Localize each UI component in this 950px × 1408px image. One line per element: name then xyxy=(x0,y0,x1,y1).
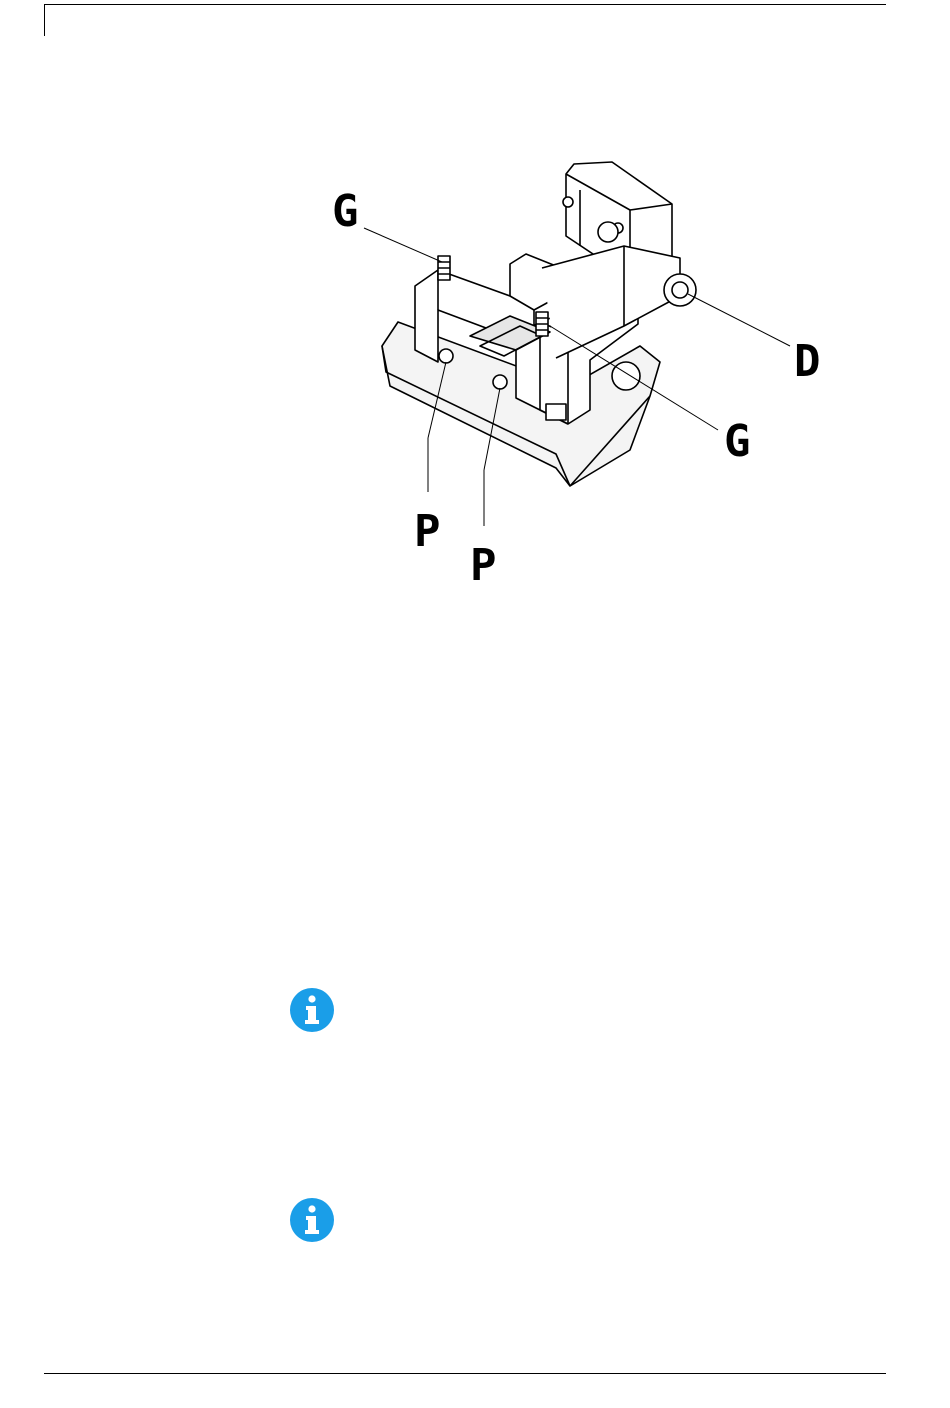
cutter-assembly-drawing: G G D P P xyxy=(320,150,840,590)
callout-p-left: P xyxy=(414,506,441,557)
bolt-right xyxy=(493,375,507,389)
info-icon xyxy=(290,1198,334,1242)
info-icon xyxy=(290,988,334,1032)
pivot-bushing xyxy=(664,274,696,306)
screw-left xyxy=(438,256,450,280)
footer-rule xyxy=(44,1373,886,1374)
roller xyxy=(612,362,640,390)
technical-drawing-svg: G G D P P xyxy=(320,150,840,590)
header-rule xyxy=(44,4,886,5)
callout-d: D xyxy=(794,336,821,387)
header-rule-tick xyxy=(44,4,45,36)
screw-right xyxy=(536,312,548,336)
callout-p-right: P xyxy=(470,540,497,590)
leader-d xyxy=(688,294,790,346)
bolt-left xyxy=(439,349,453,363)
callout-g-right: G xyxy=(724,416,751,467)
leader-g-top xyxy=(364,228,442,262)
callout-g-top: G xyxy=(332,186,359,237)
